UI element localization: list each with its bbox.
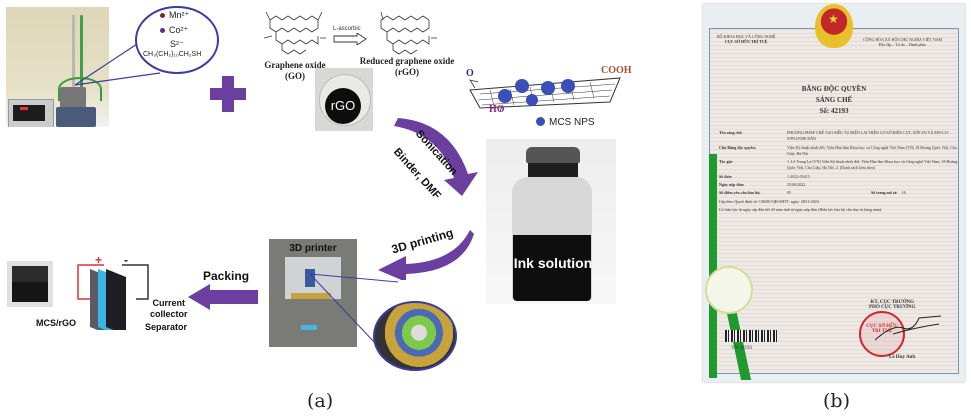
rgo-label: Reduced graphene oxide (359, 56, 455, 66)
field-value: 16 (901, 190, 906, 196)
mcs-rgo-sheet-icon (469, 77, 621, 113)
field-label: Số điểm yêu cầu bảo hộ: (719, 190, 761, 196)
mcs-legend: MCS NPS (536, 117, 595, 128)
ink-solution-label: Ink solution (513, 255, 593, 271)
certificate-title: BẰNG ĐỘC QUYỀN (801, 85, 867, 93)
decision-line: Cấp theo Quyết định số: 139491/QĐ-SHTT, … (719, 198, 819, 204)
motto-label: Độc lập – Tự do – Hạnh phúc (878, 42, 927, 47)
embossed-seal-icon (705, 266, 753, 314)
negative-terminal-label: - (124, 253, 128, 267)
field-label: Ngày nộp đơn: (719, 182, 745, 188)
thiol-label: CH₃(CH₂)₁₀CH₂SH (143, 51, 202, 58)
mcs-cooh-label: COOH (601, 65, 632, 76)
republic-label: CỘNG HÒA XÃ HỘI CHỦ NGHĨA VIỆT NAM (863, 37, 943, 42)
signer-name: Lê Huy Anh (889, 355, 916, 360)
electrode-label: MCS/rGO (36, 318, 77, 328)
signer-title: KT. CỤC TRƯỞNG (870, 300, 915, 305)
co-dot (160, 28, 165, 33)
barcode-number: VN 42193 (731, 346, 752, 351)
go-structure-icon (263, 11, 326, 55)
l-ascorbic-label: L-ascorbic (333, 26, 361, 32)
patent-certificate: ★ BỘ KHOA HỌC VÀ CÔNG NGHỆ CỤC SỞ HỮU TR… (703, 4, 965, 382)
sonication-arrow-icon (394, 118, 478, 196)
packing-label: Packing (203, 269, 250, 283)
stamp-text: CỤC SỞ HỮU TRÍ TUỆ (866, 324, 898, 334)
mn-ion-label: Mn²⁺ (169, 10, 190, 20)
printing-arrow-icon (378, 230, 474, 280)
field-label: Tác giả: (719, 159, 733, 165)
field-label: Chủ Bằng độc quyền: (719, 144, 757, 150)
barcode-icon (725, 330, 777, 342)
rgo-abbrev: (rGO) (395, 67, 419, 77)
field-value: 1. Lê Trọng Lư (VN) Viện Kỹ thuật nhiệt … (787, 159, 958, 171)
validity-line: Có hiệu lực từ ngày cấp đến hết 20 năm t… (719, 206, 883, 212)
printer-photo: 3D printer (269, 239, 357, 347)
callout-lines (74, 6, 219, 86)
np-dot-icon (536, 117, 545, 126)
ion-bubble: Mn²⁺ Co²⁺ S²⁻ CH₃(CH₂)₁₀CH₂SH (140, 10, 216, 58)
mcs-legend-label: MCS NPS (549, 117, 595, 128)
printer-label: 3D printer (289, 243, 337, 254)
current-collector-label: Current (152, 298, 186, 308)
plus-icon (210, 76, 246, 112)
field-label: Số trang mô tả: (871, 190, 898, 196)
caption-b: (b) (823, 390, 850, 412)
mcs-oxygen-label: O (466, 68, 474, 79)
signer-subtitle: PHÓ CỤC TRƯỞNG (869, 305, 916, 310)
nozzle-zoom-photo (373, 301, 457, 371)
reduction-arrow-icon (333, 33, 367, 45)
field-value: PHƯƠNG PHÁP CHẾ TẠO SIÊU TỤ ĐIỆN LAI TRÊ… (787, 130, 950, 142)
positive-terminal-label: + (95, 253, 103, 267)
ministry-label: BỘ KHOA HỌC VÀ CÔNG NGHỆ (717, 34, 776, 39)
co-ion-label: Co²⁺ (169, 25, 189, 35)
go-label: Graphene oxide (264, 60, 326, 70)
certificate-subtitle: SÁNG CHẾ (815, 96, 853, 104)
field-value: 1-2022-05413 (787, 173, 810, 179)
national-emblem-icon: ★ (815, 4, 853, 48)
packing-arrow-icon (188, 284, 258, 310)
rgo-structure-icon (380, 11, 437, 55)
electrode-photo (7, 261, 53, 307)
rgo-dish-label: rGO (330, 98, 356, 113)
separator-label: Separator (145, 322, 188, 332)
office-label: CỤC SỞ HỮU TRÍ TUỆ (725, 39, 768, 44)
patent-number: Số: 42193 (819, 107, 849, 115)
rgo-dish-photo: rGO (315, 68, 373, 131)
sulfide-label: S²⁻ (170, 39, 184, 49)
caption-a: (a) (307, 390, 334, 412)
field-label: Số đơn: (719, 173, 733, 179)
field-value: Viện Kỹ thuật nhiệt đới, Viện Hàn lâm Kh… (787, 144, 957, 156)
ribbon (709, 154, 717, 378)
mn-dot (160, 13, 165, 18)
field-label: Tên sáng chế: (719, 130, 743, 135)
field-value: 25/08/2022 (787, 182, 806, 188)
printer-callout-lines (309, 273, 399, 345)
lab-setup-photo (6, 7, 109, 127)
go-abbrev: (GO) (285, 71, 305, 81)
current-collector-label-2: collector (150, 309, 188, 319)
device-schematic-icon (77, 264, 149, 330)
signature-icon (874, 315, 942, 341)
ink-solution-photo: Ink solution (486, 139, 616, 304)
field-value: 05 (787, 190, 791, 196)
mcs-ho-label: HO (489, 104, 505, 115)
